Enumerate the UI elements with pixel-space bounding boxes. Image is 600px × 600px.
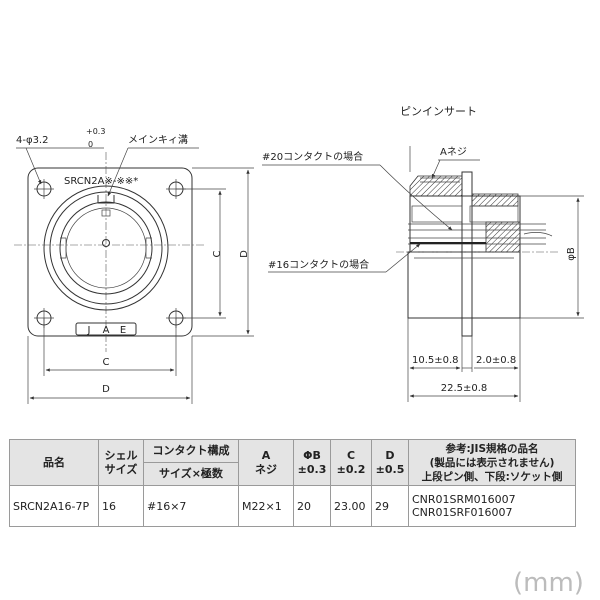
dim-c-vertical: C <box>212 250 223 257</box>
header-ref: 参考:JIS規格の品名(製品には表示されません)上段ピン側、下段:ソケット側 <box>408 439 576 486</box>
header-shell-size: シェルサイズ <box>98 439 144 486</box>
hole-spec-label: 4-φ3.2 <box>16 135 48 146</box>
dim-2-0: 2.0±0.8 <box>476 355 516 366</box>
coupling-ring-outer <box>43 185 169 311</box>
dim-22-5: 22.5±0.8 <box>441 383 488 394</box>
main-key-notch <box>97 195 115 204</box>
dim-phi-b: φB <box>566 247 577 261</box>
cell-shell: 16 <box>98 485 144 527</box>
hole-tol-upper: +0.3 <box>86 127 105 136</box>
header-contact-sub: サイズ×極数 <box>143 462 239 486</box>
table-row: SRCN2A16-7P 16 #16×7 M22×1 20 23.00 29 C… <box>9 485 576 527</box>
mounting-hole <box>34 179 54 199</box>
cell-a: M22×1 <box>238 485 294 527</box>
side-view: ピンインサート Aネジ #20コンタク <box>262 105 584 402</box>
header-b: ΦB±0.3 <box>293 439 331 486</box>
dim-d-horizontal: D <box>102 384 110 395</box>
side-body-lower <box>407 251 521 319</box>
jae-letter: A <box>103 325 110 336</box>
a-thread-label: Aネジ <box>440 146 467 158</box>
header-d: D±0.5 <box>371 439 409 486</box>
contact20-label: #20コンタクトの場合 <box>262 150 363 163</box>
insert-title: ピンインサート <box>400 105 477 118</box>
header-c: C±0.2 <box>330 439 372 486</box>
dim-c-horizontal: C <box>103 357 110 368</box>
dim-d-vertical: D <box>239 250 250 258</box>
jae-plate <box>75 322 137 336</box>
header-contact: コンタクト構成 <box>143 439 239 463</box>
unit-label: (mm) <box>513 568 584 598</box>
part-marking: SRCN2A※-※※* <box>64 176 138 187</box>
contact16-label: #16コンタクトの場合 <box>268 258 369 271</box>
jae-letter: E <box>120 325 126 336</box>
insert-outer <box>59 201 153 295</box>
cell-c: 23.00 <box>330 485 372 527</box>
jae-letter: J <box>87 325 91 336</box>
side-flange <box>461 171 473 337</box>
cell-b: 20 <box>293 485 331 527</box>
hole-tol-lower: 0 <box>88 140 93 149</box>
dim-10-5: 10.5±0.8 <box>412 355 459 366</box>
cell-d: 29 <box>371 485 409 527</box>
front-view: J A E SRCN2A※-※※* 4-φ3.2 +0.3 0 メインキィ溝 C… <box>14 127 254 404</box>
flange-outline <box>27 167 193 337</box>
header-name: 品名 <box>9 439 99 486</box>
connector-drawing: J A E SRCN2A※-※※* 4-φ3.2 +0.3 0 メインキィ溝 C… <box>14 105 584 404</box>
center-pin <box>102 239 110 247</box>
cell-name: SRCN2A16-7P <box>9 485 99 527</box>
cell-contact: #16×7 <box>143 485 239 527</box>
key-label: メインキィ溝 <box>128 133 188 146</box>
coupling-ring-inner <box>49 191 163 305</box>
